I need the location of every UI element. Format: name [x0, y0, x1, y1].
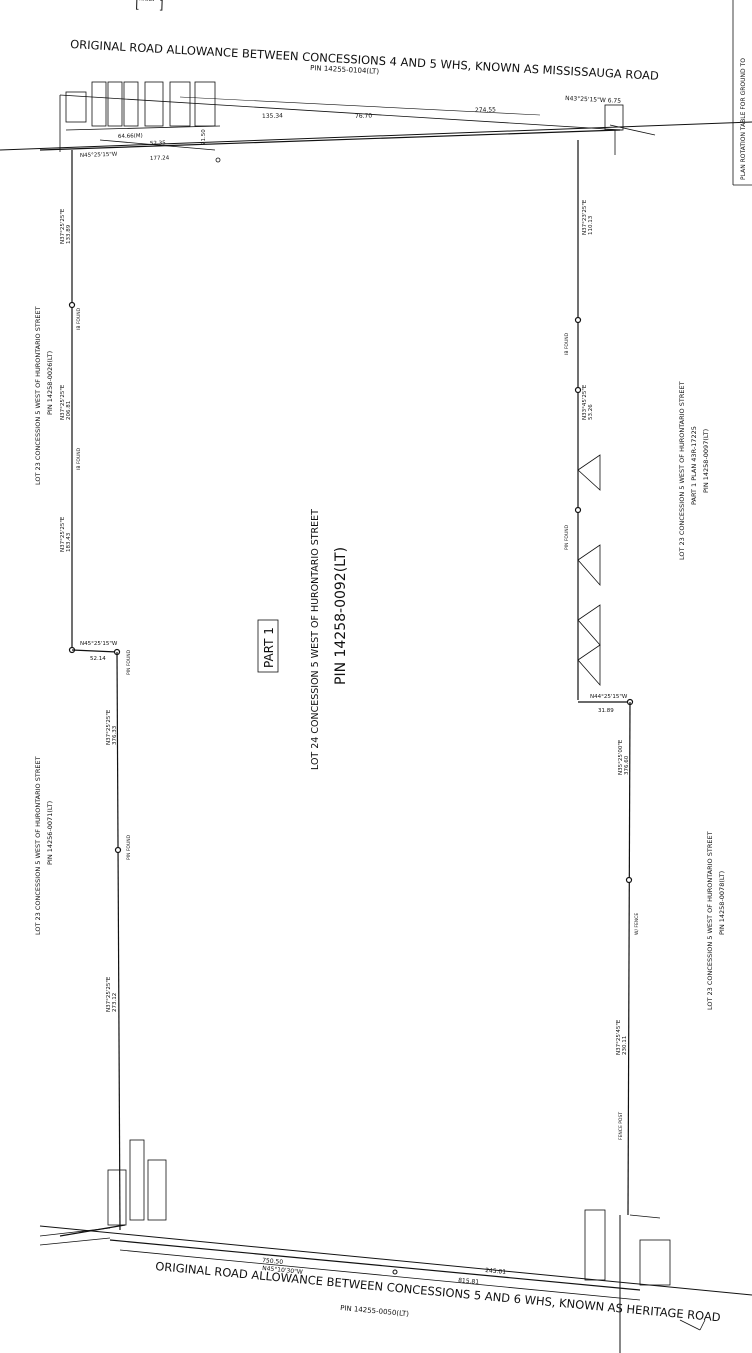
svg-text:206.81: 206.81 [66, 401, 72, 420]
svg-text:64.66(M): 64.66(M) [118, 133, 143, 140]
right-bearings: N37°23'25"E 110.13 N33°45'25"E 53.26 N44… [582, 199, 630, 1055]
left-monuments: IB FOUND IB FOUND PIN FOUND PIN FOUND [76, 307, 132, 860]
svg-text:LOT 23 CONCESSION 5 WEST OF HU: LOT 23 CONCESSION 5 WEST OF HURONTARIO S… [678, 381, 686, 560]
svg-text:N45°25'15"W: N45°25'15"W [80, 641, 118, 647]
svg-text:N37°25'25"E: N37°25'25"E [60, 516, 66, 552]
svg-text:LOT 23 CONCESSION 5 WEST OF HU: LOT 23 CONCESSION 5 WEST OF HURONTARIO S… [34, 306, 42, 485]
svg-text:PART 1 PLAN 43R-17225: PART 1 PLAN 43R-17225 [690, 426, 698, 505]
svg-text:PIN 14256-0071(LT): PIN 14256-0071(LT) [46, 801, 54, 865]
svg-text:177.24: 177.24 [150, 155, 170, 162]
right-boundary-lower [625, 701, 633, 1216]
left-bearings: N37°25'25"E 133.89 N37°25'25"E 206.81 N3… [60, 208, 118, 1012]
svg-text:N37°23'25"E: N37°23'25"E [582, 199, 588, 235]
top-left-fragment: [ ̈ ̈ ̈ ̈ ] [135, 0, 164, 12]
left-boundary-lower [59, 651, 126, 1237]
svg-text:815.81: 815.81 [458, 1277, 480, 1286]
svg-text:W/ FENCE: W/ FENCE [634, 913, 640, 935]
center-labels: PART 1 LOT 24 CONCESSION 5 WEST OF HURON… [257, 509, 349, 770]
svg-text:PIN FOUND: PIN FOUND [126, 649, 132, 675]
svg-text:PIN FOUND: PIN FOUND [126, 834, 132, 860]
svg-text:N37°25'25"E: N37°25'25"E [106, 976, 112, 1012]
svg-text:N43°25'15"W 6.75: N43°25'15"W 6.75 [565, 95, 621, 105]
top-right-corner-block [604, 104, 624, 155]
svg-text:376.33: 376.33 [112, 725, 118, 745]
svg-text:IB FOUND: IB FOUND [76, 447, 82, 470]
top-road-pin: PIN 14255-0104(LT) [310, 64, 380, 76]
part-box [257, 619, 279, 673]
lot-label: LOT 24 CONCESSION 5 WEST OF HURONTARIO S… [310, 509, 321, 770]
svg-text:N45°25'15"W: N45°25'15"W [80, 152, 118, 159]
svg-text:376.60: 376.60 [624, 755, 630, 775]
svg-text:133.89: 133.89 [66, 224, 72, 244]
top-distances: 135.34 76.70 274.55 N43°25'15"W 6.75 [262, 95, 621, 120]
bottom-road-label: ORIGINAL ROAD ALLOWANCE BETWEEN CONCESSI… [155, 1259, 722, 1324]
svg-text:76.70: 76.70 [355, 113, 373, 120]
svg-text:PIN 14258-0078(LT): PIN 14258-0078(LT) [718, 871, 726, 935]
rotation-table-fragment [732, 0, 752, 186]
svg-text:135.34: 135.34 [262, 112, 283, 120]
svg-text:53.26: 53.26 [588, 404, 594, 420]
right-monuments: IB FOUND PIN FOUND W/ FENCE FENCE POST [564, 332, 640, 1140]
svg-text:245.01: 245.01 [485, 1267, 507, 1276]
svg-text:PIN 14258-0097(LT): PIN 14258-0097(LT) [702, 429, 710, 493]
top-road-lines [0, 94, 752, 152]
svg-text:N33°45'25"E: N33°45'25"E [582, 384, 588, 420]
svg-text:52.14: 52.14 [90, 656, 106, 662]
svg-text:FENCE POST: FENCE POST [618, 1112, 624, 1140]
bottom-distances: 750.50 N45°10'30"W 815.81 245.01 [262, 1257, 507, 1286]
bottom-left-corner-parcels [39, 1139, 167, 1246]
svg-text:N45°10'30"W: N45°10'30"W [262, 1265, 303, 1276]
top-corner-dimensions: 177.24 71.50 52.35 64.66(M) N45°25'15"W [80, 129, 207, 162]
svg-text:230.11: 230.11 [622, 1036, 628, 1055]
svg-text:71.50: 71.50 [201, 129, 207, 145]
right-lot-labels: LOT 23 CONCESSION 5 WEST OF HURONTARIO S… [678, 381, 726, 1010]
bottom-road-pin: PIN 14255-0050(LT) [340, 1304, 410, 1318]
svg-text:52.35: 52.35 [150, 140, 166, 147]
svg-text:N37°25'45"E: N37°25'45"E [616, 1019, 622, 1055]
svg-text:183.43: 183.43 [66, 532, 72, 552]
svg-text:PIN 14258-0026(LT): PIN 14258-0026(LT) [46, 351, 54, 415]
left-boundary-upper [68, 150, 121, 656]
svg-text:IB FOUND: IB FOUND [564, 332, 570, 355]
svg-text:N35°25'00"E: N35°25'00"E [618, 739, 624, 775]
svg-text:273.12: 273.12 [112, 993, 118, 1012]
bottom-road-lines [39, 1215, 752, 1353]
left-lot-labels: LOT 23 CONCESSION 5 WEST OF HURONTARIO S… [34, 306, 54, 935]
svg-text:750.50: 750.50 [262, 1257, 284, 1266]
right-notches [577, 454, 601, 687]
rotation-table-title: PLAN ROTATION TABLE FOR GROUND TO [740, 58, 747, 180]
svg-text:110.13: 110.13 [588, 215, 594, 235]
svg-text:LOT 23 CONCESSION 5 WEST OF HU: LOT 23 CONCESSION 5 WEST OF HURONTARIO S… [706, 831, 714, 1010]
svg-text:IB FOUND: IB FOUND [76, 307, 82, 330]
svg-text:N44°25'15"W: N44°25'15"W [590, 694, 628, 700]
top-road-label: ORIGINAL ROAD ALLOWANCE BETWEEN CONCESSI… [70, 37, 660, 83]
svg-text:PIN FOUND: PIN FOUND [564, 524, 570, 550]
svg-text:N37°25'25"E: N37°25'25"E [60, 208, 66, 244]
part-label: PART 1 [262, 627, 276, 668]
center-pin: PIN 14258-0092(LT) [333, 547, 349, 685]
svg-text:N37°25'25"E: N37°25'25"E [106, 709, 112, 745]
right-boundary-upper [574, 140, 634, 706]
svg-text:274.55: 274.55 [475, 106, 496, 114]
svg-text:31.89: 31.89 [598, 708, 614, 714]
bottom-right-parcels [584, 1209, 671, 1286]
top-left-corner-parcels [65, 81, 221, 163]
svg-text:LOT 23 CONCESSION 5 WEST OF HU: LOT 23 CONCESSION 5 WEST OF HURONTARIO S… [34, 756, 42, 935]
svg-text:N37°25'25"E: N37°25'25"E [60, 384, 66, 420]
